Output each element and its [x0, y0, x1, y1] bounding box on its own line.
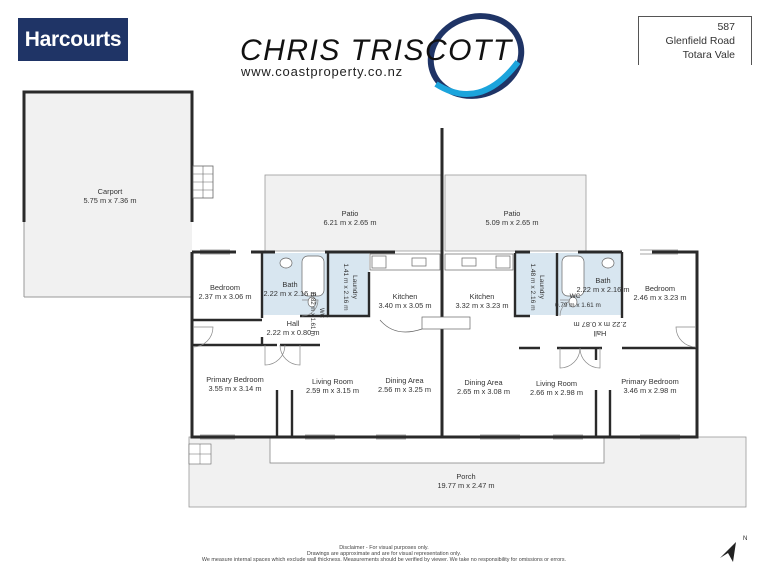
address-line1: 587: [717, 21, 735, 33]
harcourts-logo: Harcourts: [18, 18, 128, 61]
svg-text:N: N: [743, 536, 747, 542]
brand-swoosh-icon: [427, 13, 525, 99]
bath-fixtures: [279, 255, 615, 308]
carport-wall: [22, 90, 194, 222]
patio-left-area: [264, 174, 442, 252]
address-line2: Glenfield Road: [665, 35, 735, 47]
north-arrow-icon: N: [720, 536, 747, 562]
laundry-right-area: [515, 253, 557, 315]
laundry-left-area: [328, 253, 369, 315]
agent-url[interactable]: www.coastproperty.co.nz: [241, 64, 403, 79]
windows: [200, 249, 680, 440]
interior-walls: [192, 252, 697, 437]
address-line3: Totara Vale: [682, 49, 735, 61]
agent-name: CHRIS TRISCOTT: [240, 34, 513, 67]
patio-right-area: [444, 174, 587, 252]
address-box: 587 Glenfield Road Totara Vale: [638, 16, 752, 65]
disclaimer: Disclaimer - For visual purposes only. D…: [201, 545, 567, 564]
kitchen-fixtures: [369, 253, 514, 333]
carport-area: [24, 92, 192, 297]
exterior-walls: [190, 250, 699, 439]
